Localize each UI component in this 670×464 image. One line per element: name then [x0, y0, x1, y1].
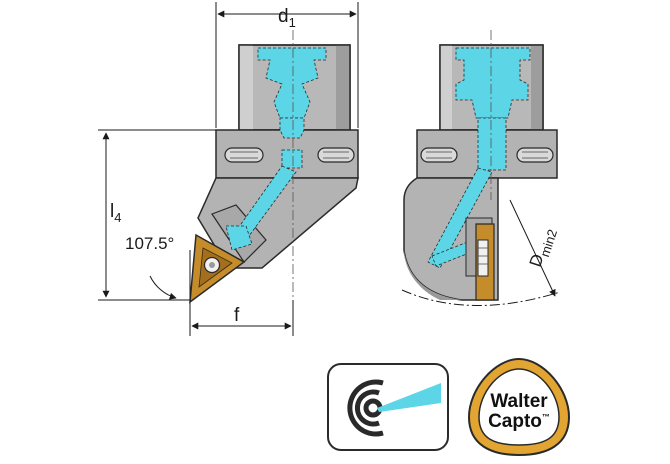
label-l4: l4: [110, 201, 121, 225]
label-dmin2: Dmin2: [526, 225, 560, 271]
front-coolant-channel: [225, 47, 327, 251]
walter-capto-badge: Walter Capto™: [463, 355, 575, 459]
dimension-f: [189, 300, 294, 336]
dimension-dmin2-arc: [401, 289, 561, 306]
brand-line-1: Walter: [490, 391, 548, 412]
label-d1: d1: [278, 6, 296, 30]
front-clamp-slots: [224, 147, 355, 163]
side-coolant-channel: [427, 47, 531, 269]
front-insert: [189, 233, 246, 304]
label-f: f: [234, 305, 240, 326]
dimension-l4: [98, 129, 216, 301]
dimension-angle: [149, 250, 191, 302]
internal-coolant-badge: [327, 363, 449, 451]
side-clamp-slots: [420, 147, 554, 163]
internal-coolant-icon: [347, 379, 441, 437]
dimension-d1: [215, 2, 359, 128]
front-view: d1 l4 107.5° f: [98, 2, 359, 336]
brand-line-2: Capto™: [488, 411, 550, 432]
side-view: Dmin2: [401, 30, 561, 306]
label-angle: 107.5°: [125, 234, 174, 253]
side-insert: [465, 217, 495, 301]
capto-badge-ring: [467, 357, 571, 457]
